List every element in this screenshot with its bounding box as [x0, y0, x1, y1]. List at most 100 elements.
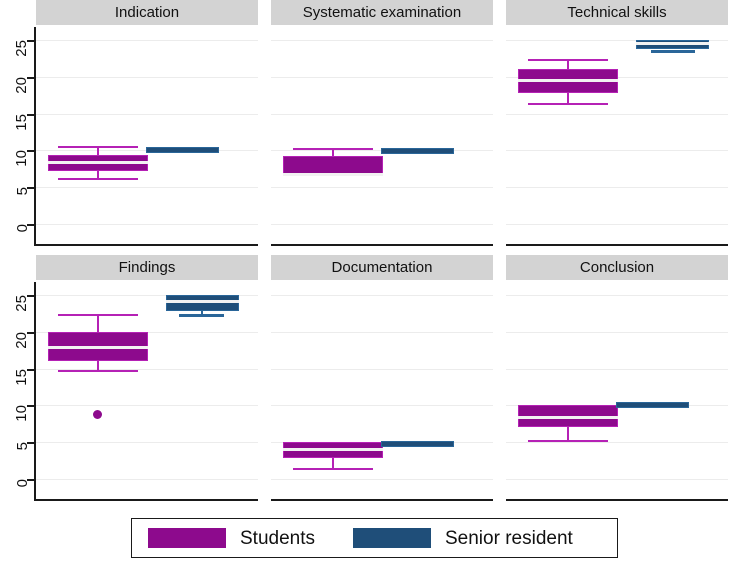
panel-strip-systematic-examination: Systematic examination: [271, 0, 493, 25]
median-line: [166, 300, 239, 303]
panel-title: Conclusion: [579, 259, 655, 276]
y-tick-mark: [27, 187, 36, 189]
gridline: [271, 369, 493, 370]
panel-technical-skills: Technical skills: [506, 0, 728, 246]
legend-item-senior-resident[interactable]: Senior resident: [353, 528, 573, 548]
legend-label-students: Students: [240, 527, 315, 549]
y-tick-label: 25: [13, 40, 31, 57]
y-axis-line: [34, 27, 36, 246]
whisker-lower: [567, 427, 569, 442]
whisker-upper: [97, 146, 99, 155]
whisker-lower: [201, 311, 203, 316]
legend-swatch-senior-resident: [353, 528, 431, 548]
y-tick-label: 25: [13, 295, 31, 312]
gridline: [36, 224, 258, 225]
gridline: [271, 40, 493, 41]
y-tick-label: 15: [13, 114, 31, 131]
panel-title: Technical skills: [567, 4, 667, 21]
plot-area-systematic-examination: [271, 27, 493, 246]
y-tick-label: 20: [13, 332, 31, 349]
plot-area-findings: [36, 282, 258, 501]
x-axis-line: [506, 499, 728, 501]
y-tick-label: 0: [13, 224, 31, 233]
panel-strip-technical-skills: Technical skills: [506, 0, 728, 25]
gridline: [36, 479, 258, 480]
box-senior-indication: [146, 147, 219, 153]
gridline: [271, 114, 493, 115]
y-tick-mark: [27, 224, 36, 226]
gridline: [506, 114, 728, 115]
legend: Students Senior resident: [131, 518, 618, 558]
whisker-upper: [332, 148, 334, 156]
gridline: [271, 405, 493, 406]
panel-indication: Indication: [36, 0, 258, 246]
outlier-point: [93, 410, 102, 419]
panel-documentation: Documentation: [271, 255, 493, 501]
whisker-cap-lower: [528, 440, 608, 442]
x-axis-line: [36, 499, 258, 501]
gridline: [271, 332, 493, 333]
y-tick-mark: [27, 369, 36, 371]
y-tick-mark: [27, 295, 36, 297]
median-line: [283, 448, 383, 451]
gridline: [36, 187, 258, 188]
panel-strip-findings: Findings: [36, 255, 258, 280]
y-tick-label: 20: [13, 77, 31, 94]
whisker-cap-lower: [528, 103, 608, 105]
y-tick-label: 0: [13, 479, 31, 488]
y-tick-label: 5: [13, 187, 31, 196]
x-axis-line: [506, 244, 728, 246]
gridline: [36, 369, 258, 370]
box-senior-systematic-examination: [381, 148, 454, 154]
x-axis-line: [271, 499, 493, 501]
gridline: [36, 405, 258, 406]
gridline: [36, 40, 258, 41]
gridline: [506, 150, 728, 151]
panel-title: Indication: [114, 4, 180, 21]
panel-strip-conclusion: Conclusion: [506, 255, 728, 280]
y-tick-mark: [27, 150, 36, 152]
y-tick-mark: [27, 442, 36, 444]
y-tick-label: 10: [13, 150, 31, 167]
y-axis-row-1: 25 20 15 10 5 0: [0, 282, 36, 501]
y-tick-mark: [27, 77, 36, 79]
gridline: [36, 77, 258, 78]
median-line: [518, 79, 618, 82]
plot-area-conclusion: [506, 282, 728, 501]
gridline: [36, 114, 258, 115]
plot-area-documentation: [271, 282, 493, 501]
gridline: [506, 332, 728, 333]
whisker-cap-lower: [179, 314, 224, 317]
panel-title: Documentation: [331, 259, 433, 276]
y-tick-mark: [27, 405, 36, 407]
whisker-cap-lower: [293, 468, 373, 470]
gridline: [506, 479, 728, 480]
panel-systematic-examination: Systematic examination: [271, 0, 493, 246]
whisker-lower: [567, 93, 569, 105]
box-senior-documentation: [381, 441, 454, 447]
x-axis-line: [271, 244, 493, 246]
panel-title: Systematic examination: [302, 4, 462, 21]
panel-conclusion: Conclusion: [506, 255, 728, 501]
median-line: [518, 416, 618, 419]
median-line: [636, 42, 709, 45]
gridline: [271, 77, 493, 78]
panel-findings: Findings: [36, 255, 258, 501]
legend-swatch-students: [148, 528, 226, 548]
whisker-cap-lower: [651, 50, 695, 53]
y-tick-mark: [27, 114, 36, 116]
legend-item-students[interactable]: Students: [148, 528, 315, 548]
whisker-cap-lower: [58, 178, 138, 180]
whisker-cap-lower: [58, 370, 138, 372]
median-line: [48, 161, 148, 164]
facet-grid: 25 20 15 10 5 0 Indication: [0, 0, 728, 501]
median-line: [48, 346, 148, 349]
gridline: [506, 187, 728, 188]
gridline: [506, 369, 728, 370]
panel-strip-indication: Indication: [36, 0, 258, 25]
median-line: [283, 173, 383, 176]
y-axis-row-0: 25 20 15 10 5 0: [0, 27, 36, 246]
whisker-upper: [567, 59, 569, 69]
panel-strip-documentation: Documentation: [271, 255, 493, 280]
